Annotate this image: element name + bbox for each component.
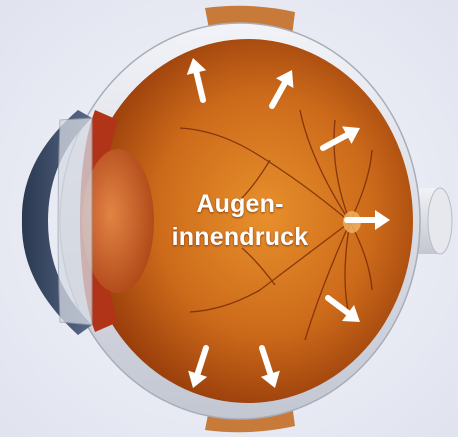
- lens: [82, 149, 154, 293]
- label-line-1: Augen-: [150, 188, 330, 221]
- pressure-label: Augen- innendruck: [150, 188, 330, 254]
- cornea-glass: [58, 118, 92, 325]
- label-line-2: innendruck: [150, 221, 330, 254]
